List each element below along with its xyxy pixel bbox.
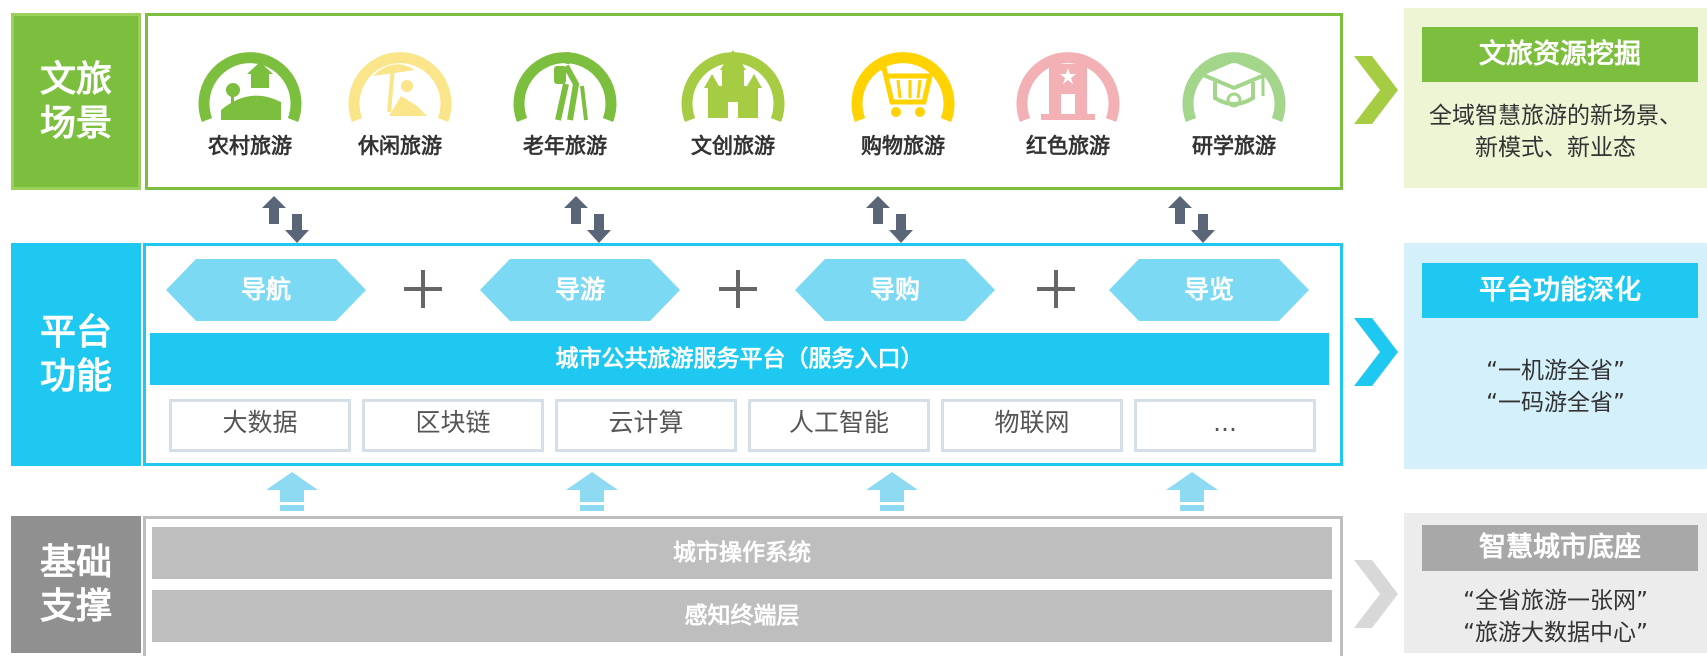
- graduation-cap-icon: [1182, 52, 1286, 122]
- side-desc-base-line2: “旅游大数据中心”: [1463, 620, 1648, 646]
- scene-item-label: 购物旅游: [861, 134, 945, 158]
- row-label-platform-line2: 功能: [39, 355, 112, 397]
- senior-tourism-icon: [513, 52, 617, 122]
- scene-item-cultural[interactable]: 文创旅游: [663, 36, 803, 160]
- side-desc-platform-line2: “一码游全省”: [1486, 390, 1625, 416]
- bidirectional-arrow-icon: [866, 196, 913, 243]
- scene-item-rural[interactable]: 农村旅游: [180, 36, 320, 160]
- side-desc-base-line1: “全省旅游一张网”: [1463, 588, 1648, 614]
- side-desc-scene: 全域智慧旅游的新场景、 新模式、新业态: [1404, 100, 1707, 164]
- row-label-platform: 平台 功能: [11, 243, 141, 466]
- chevron-right-icon: [1354, 56, 1398, 124]
- row-label-base-line1: 基础: [39, 541, 112, 583]
- row-label-base-line2: 支撑: [39, 585, 112, 627]
- side-title-base: 智慧城市底座: [1422, 525, 1698, 571]
- scene-item-label: 红色旅游: [1026, 134, 1110, 158]
- cultural-creative-tourism-icon: [681, 50, 785, 122]
- guide-label: 导游: [554, 275, 605, 304]
- red-tourism-building-icon: [1016, 52, 1120, 122]
- scene-item-label: 研学旅游: [1192, 134, 1276, 158]
- guide-shopping[interactable]: 导购: [795, 259, 995, 321]
- guide-label: 导购: [869, 275, 920, 304]
- scene-item-label: 农村旅游: [208, 134, 292, 158]
- base-bar-city-os[interactable]: 城市操作系统: [152, 527, 1332, 579]
- bidirectional-arrow-icon: [1168, 196, 1215, 243]
- bidirectional-arrow-icon: [564, 196, 611, 243]
- scene-item-label: 休闲旅游: [358, 134, 442, 158]
- guide-navigation[interactable]: 导航: [166, 259, 366, 321]
- side-title-platform: 平台功能深化: [1422, 263, 1698, 318]
- row-label-platform-line1: 平台: [39, 311, 112, 353]
- up-arrow-icon: [566, 472, 618, 511]
- shopping-cart-icon: [851, 52, 955, 122]
- plus-icon: [715, 266, 761, 312]
- chevron-right-icon: [1354, 560, 1398, 628]
- row-label-scene-line1: 文旅: [39, 58, 112, 100]
- side-desc-scene-line2: 新模式、新业态: [1475, 135, 1636, 161]
- up-arrow-icon: [266, 472, 318, 511]
- leisure-tourism-icon: [348, 52, 452, 122]
- scene-item-shopping[interactable]: 购物旅游: [833, 36, 973, 160]
- plus-icon: [400, 266, 446, 312]
- side-title-scene: 文旅资源挖掘: [1422, 27, 1698, 82]
- chevron-right-icon: [1354, 318, 1398, 386]
- guide-overview[interactable]: 导览: [1109, 259, 1309, 321]
- tech-big-data[interactable]: 大数据: [169, 399, 351, 452]
- side-desc-platform: “一机游全省” “一码游全省”: [1404, 355, 1707, 419]
- guide-label: 导航: [240, 275, 291, 304]
- up-arrow-icon: [1166, 472, 1218, 511]
- guide-label: 导览: [1183, 275, 1234, 304]
- tech-ai[interactable]: 人工智能: [748, 399, 930, 452]
- scene-item-leisure[interactable]: 休闲旅游: [330, 36, 470, 160]
- rural-tourism-icon: [198, 52, 302, 122]
- scene-item-senior[interactable]: 老年旅游: [495, 36, 635, 160]
- tech-blockchain[interactable]: 区块链: [362, 399, 544, 452]
- base-bar-sensing-layer[interactable]: 感知终端层: [152, 590, 1332, 642]
- tech-cloud-computing[interactable]: 云计算: [555, 399, 737, 452]
- scene-item-study[interactable]: 研学旅游: [1164, 36, 1304, 160]
- hexagon-shape: [795, 259, 995, 321]
- guide-tour[interactable]: 导游: [480, 259, 680, 321]
- tech-iot[interactable]: 物联网: [941, 399, 1123, 452]
- side-desc-platform-line1: “一机游全省”: [1486, 358, 1625, 384]
- tech-more[interactable]: ...: [1134, 399, 1316, 452]
- scene-item-label: 文创旅游: [691, 134, 775, 158]
- plus-icon: [1033, 266, 1079, 312]
- hexagon-shape: [480, 259, 680, 321]
- row-label-base: 基础 支撑: [11, 516, 141, 653]
- scene-item-red[interactable]: 红色旅游: [998, 36, 1138, 160]
- row-label-scene: 文旅 场景: [11, 13, 141, 190]
- side-desc-base: “全省旅游一张网” “旅游大数据中心”: [1404, 585, 1707, 649]
- hexagon-shape: [1109, 259, 1309, 321]
- platform-banner[interactable]: 城市公共旅游服务平台（服务入口）: [150, 333, 1329, 385]
- scene-item-label: 老年旅游: [523, 134, 607, 158]
- row-label-scene-line2: 场景: [39, 102, 112, 144]
- up-arrow-icon: [866, 472, 918, 511]
- side-desc-scene-line1: 全域智慧旅游的新场景、: [1429, 103, 1682, 129]
- hexagon-shape: [166, 259, 366, 321]
- bidirectional-arrow-icon: [262, 196, 309, 243]
